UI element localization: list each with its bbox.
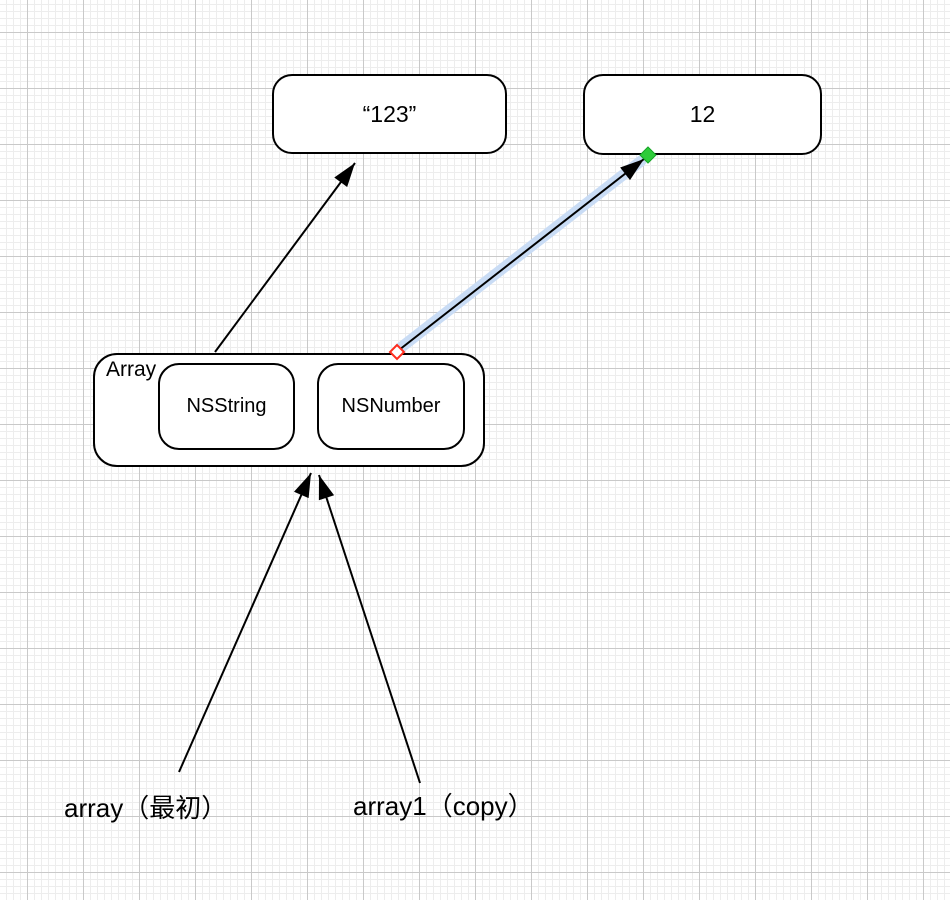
pointer-label-array-original[interactable]: array（最初）	[64, 793, 228, 823]
node-nsnumber[interactable]: NSNumber	[317, 363, 465, 450]
node-array-label: Array	[106, 358, 157, 381]
selected-edge-line	[398, 158, 645, 351]
node-number-literal[interactable]: 12	[583, 74, 822, 155]
node-number-literal-label: 12	[689, 101, 716, 127]
node-string-literal-label: “123”	[362, 100, 417, 127]
node-nsstring[interactable]: NSString	[158, 363, 295, 450]
edge-source-handle[interactable]	[388, 343, 406, 361]
node-string-literal[interactable]: “123”	[272, 74, 507, 154]
edge-array-original-to-array[interactable]	[178, 472, 312, 773]
edge-target-handle[interactable]	[639, 146, 657, 164]
edge-array-to-string[interactable]	[214, 162, 356, 353]
node-nsnumber-label: NSNumber	[341, 395, 441, 417]
node-nsstring-label: NSString	[186, 395, 267, 417]
edge-array1-copy-to-array[interactable]	[318, 474, 421, 784]
edge-nsnumber-to-12-selected[interactable]	[388, 146, 657, 361]
pointer-label-array1-copy[interactable]: array1（copy）	[353, 791, 534, 821]
